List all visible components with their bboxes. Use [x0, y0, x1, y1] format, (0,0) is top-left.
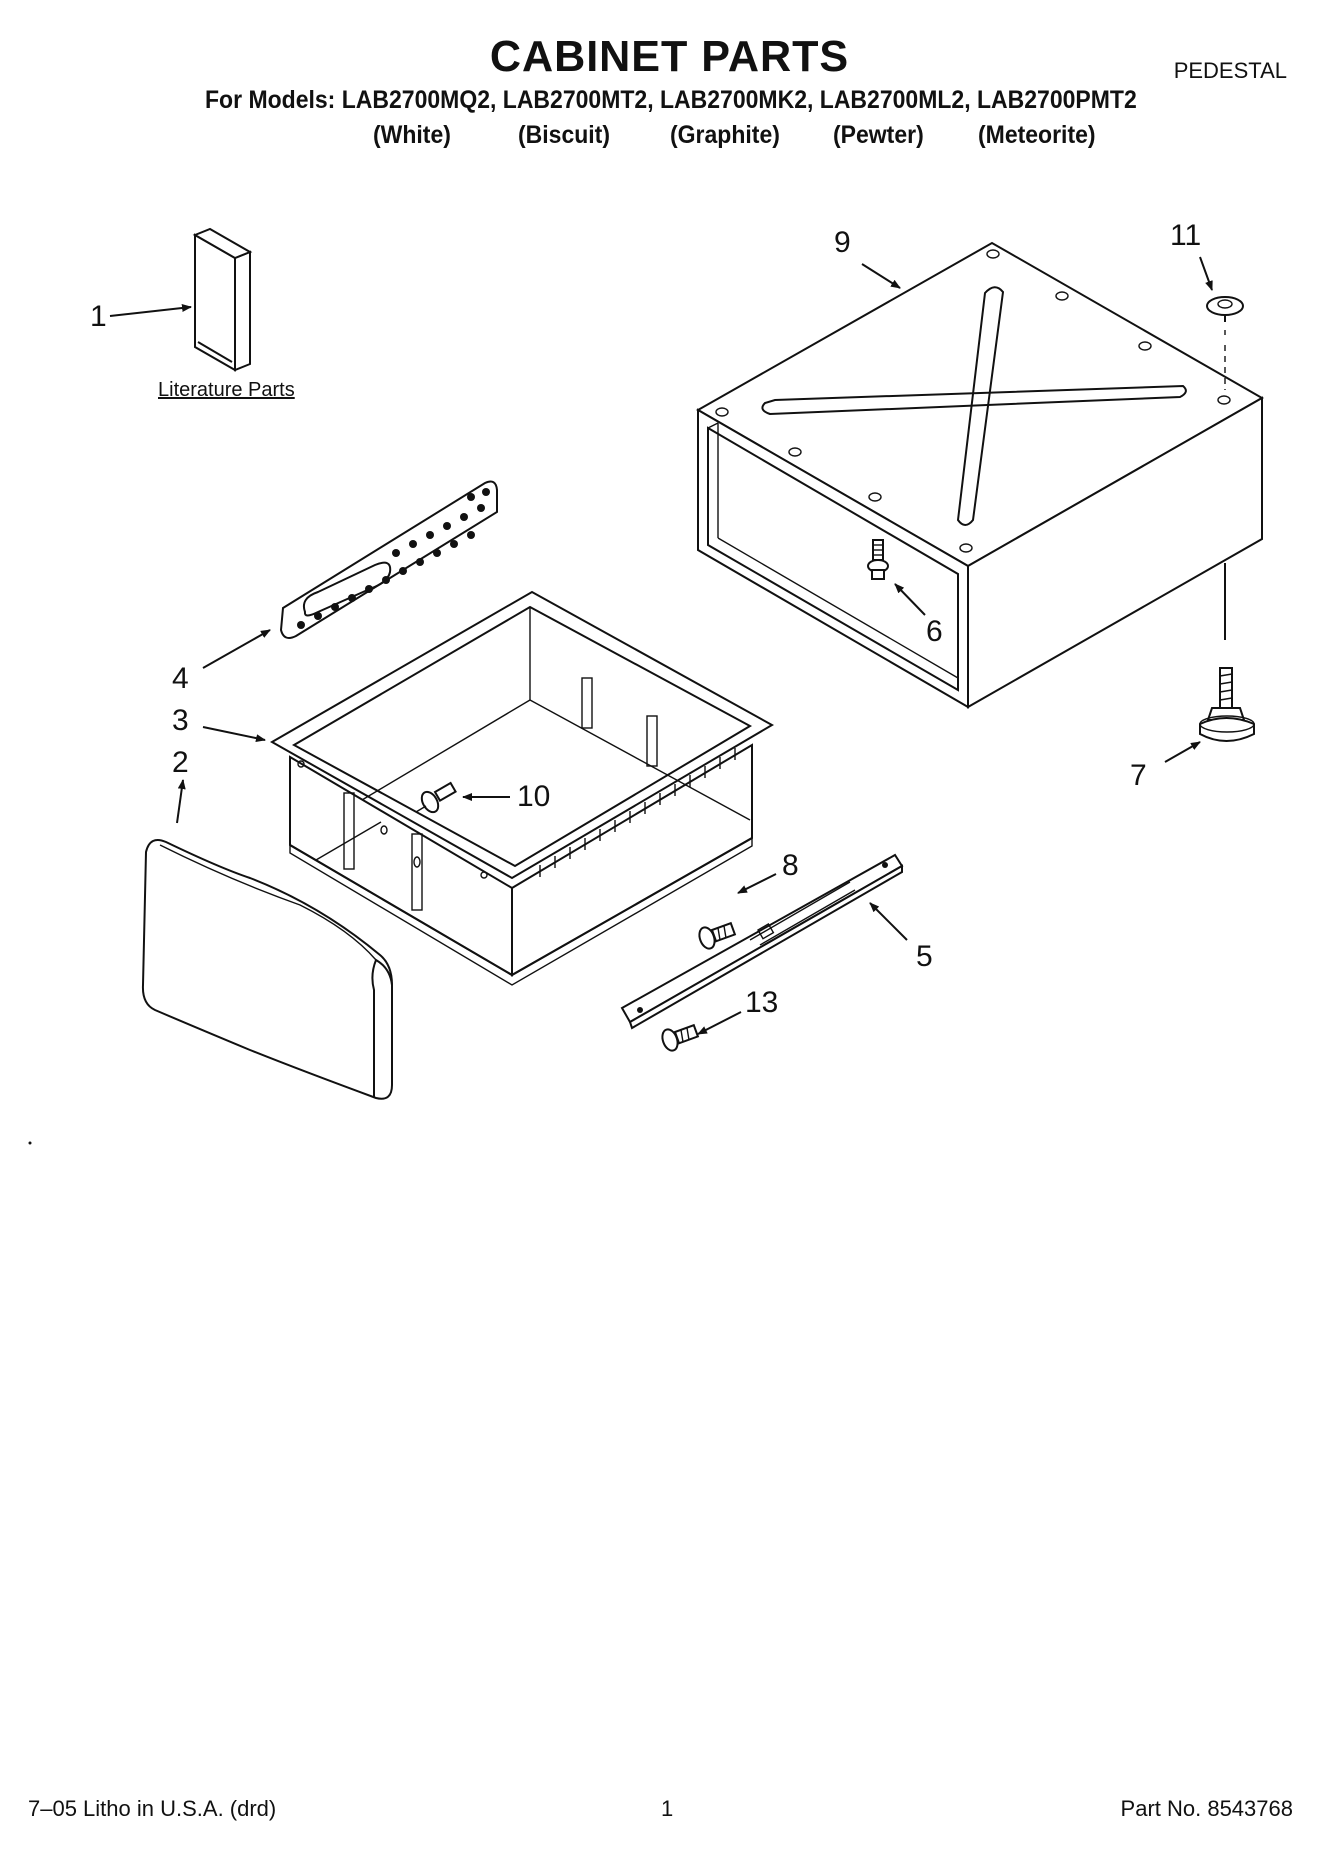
callout-6: 6 [926, 615, 943, 648]
drawer-slide-rail [620, 853, 904, 1030]
color-meteorite: (Meteorite) [978, 121, 1096, 149]
page-number: 1 [661, 1796, 674, 1821]
leveling-leg [1199, 563, 1255, 742]
callout-8: 8 [782, 849, 799, 882]
pedestal-cabinet [695, 241, 1265, 709]
cabinet-screw-part-6 [867, 539, 889, 580]
callout-5: 5 [916, 940, 933, 973]
litho-note: 7–05 Litho in U.S.A. (drd) [28, 1796, 277, 1821]
drawer-screw-part-10 [415, 781, 457, 814]
drawer-trim-panel [279, 480, 498, 639]
literature-parts-label: Literature Parts [158, 379, 295, 401]
stray-dot [28, 1141, 32, 1145]
drawer-bin [269, 590, 775, 986]
callout-2: 2 [172, 746, 189, 779]
leader-lines [109, 256, 1213, 1035]
callout-11: 11 [1170, 219, 1201, 252]
callout-10: 10 [517, 780, 550, 813]
color-white: (White) [373, 121, 451, 149]
rail-screw-part-8 [698, 921, 737, 950]
drawer-front-panel [141, 839, 393, 1100]
part-number: Part No. 8543768 [1120, 1796, 1293, 1821]
callout-1: 1 [90, 300, 107, 333]
callout-9: 9 [834, 226, 851, 259]
color-biscuit: (Biscuit) [518, 121, 610, 149]
callout-4: 4 [172, 662, 189, 695]
callout-3: 3 [172, 704, 189, 737]
rail-screw-part-13 [661, 1023, 700, 1052]
model-list: For Models: LAB2700MQ2, LAB2700MT2, LAB2… [205, 86, 1137, 114]
callout-7: 7 [1130, 759, 1147, 792]
color-graphite: (Graphite) [670, 121, 780, 149]
page-title: CABINET PARTS [489, 32, 850, 81]
literature-booklet [192, 227, 253, 372]
callout-13: 13 [745, 986, 778, 1019]
section-label: PEDESTAL [1173, 58, 1287, 83]
color-pewter: (Pewter) [833, 121, 924, 149]
cabinet-plug-part-11 [1206, 296, 1244, 390]
